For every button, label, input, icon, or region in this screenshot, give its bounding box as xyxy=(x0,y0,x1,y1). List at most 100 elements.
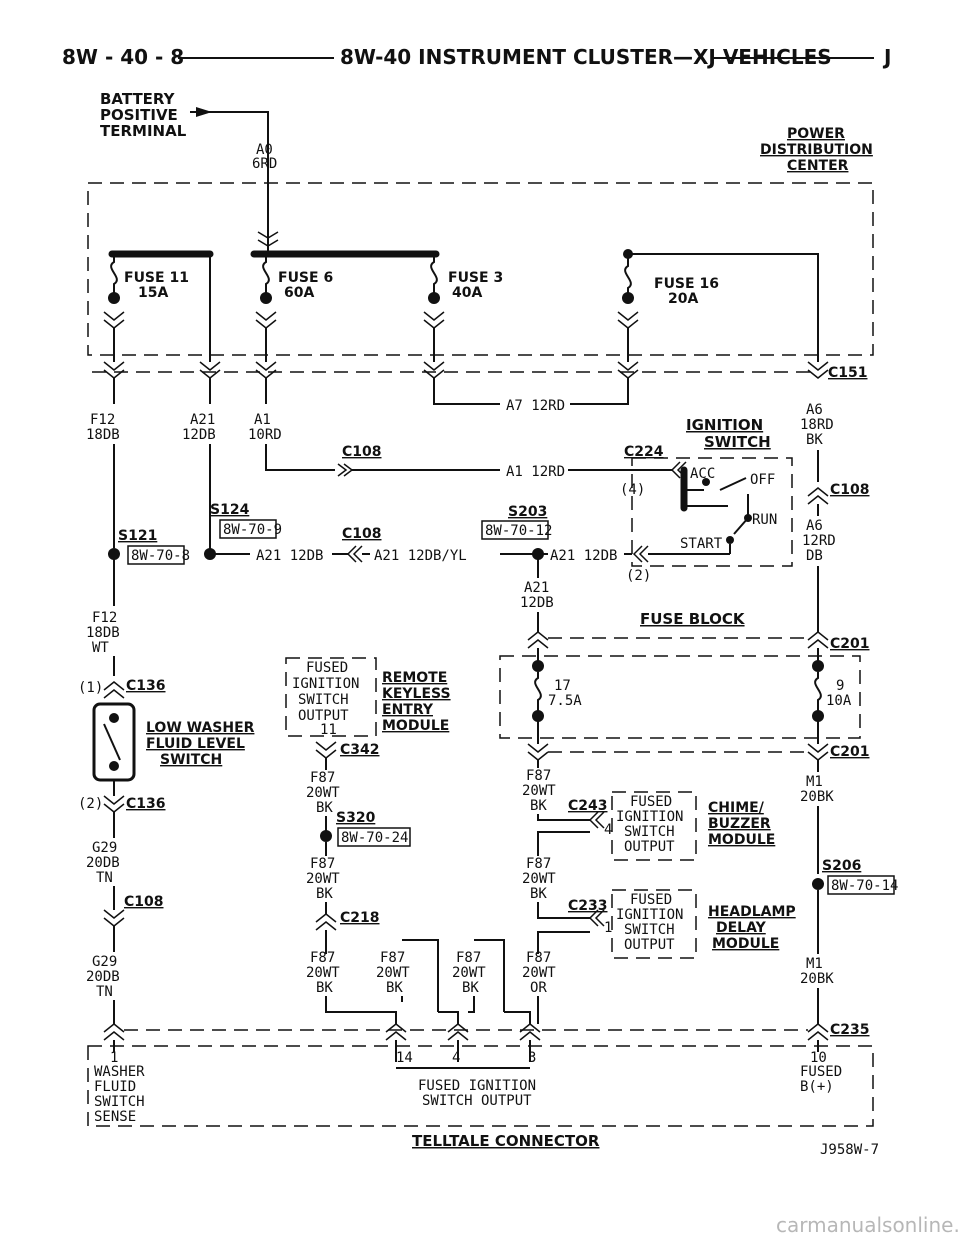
ignition-start-label: START xyxy=(680,536,723,552)
fuse-17: 17 7.5A xyxy=(532,648,582,722)
fuse-block-box xyxy=(499,655,861,739)
fuse-9: 9 10A xyxy=(812,648,852,722)
pdc-label: POWER DISTRIBUTION CENTER xyxy=(760,126,873,174)
svg-text:M1: M1 xyxy=(806,956,823,972)
svg-text:10RD: 10RD xyxy=(248,427,282,443)
c224-lower-connector-icon xyxy=(632,545,649,563)
svg-text:SWITCH: SWITCH xyxy=(298,692,349,708)
svg-text:FUSED: FUSED xyxy=(630,794,672,810)
ref-8w-70-8 xyxy=(127,545,185,565)
wire-f87-or-label: F87 20WT OR xyxy=(522,950,556,996)
watermark: carmanualsonline.info xyxy=(776,1213,960,1237)
c108-lower-connector-icon xyxy=(103,909,125,927)
ref-8w-70-9 xyxy=(219,519,277,539)
fuse-6: FUSE 6 60A xyxy=(255,254,333,329)
svg-text:LOW WASHER: LOW WASHER xyxy=(146,720,255,736)
wire-m1-s206-label: M1 20BK xyxy=(800,956,834,987)
svg-text:BK: BK xyxy=(316,980,333,996)
telltale-pin-14: 14 xyxy=(396,1050,413,1066)
svg-text:TN: TN xyxy=(96,984,113,1000)
svg-text:CENTER: CENTER xyxy=(787,158,849,174)
svg-text:18DB: 18DB xyxy=(86,427,120,443)
svg-text:SWITCH: SWITCH xyxy=(704,433,771,451)
chime-box xyxy=(611,791,697,861)
c218-connector-icon xyxy=(315,913,337,931)
headlamp-pin: 1 xyxy=(604,920,612,936)
svg-text:SWITCH: SWITCH xyxy=(160,752,222,768)
svg-text:60A: 60A xyxy=(284,285,314,301)
fuse-block-title: FUSE BLOCK xyxy=(640,610,746,628)
svg-text:12DB: 12DB xyxy=(182,427,216,443)
battery-arrow-icon xyxy=(196,107,212,117)
svg-text:F12: F12 xyxy=(90,412,115,428)
svg-text:M1: M1 xyxy=(806,774,823,790)
svg-text:BK: BK xyxy=(316,800,333,816)
wire-f87-rke-label: F87 20WT BK xyxy=(306,770,340,816)
header-suffix: J xyxy=(882,45,891,69)
s203-label: S203 xyxy=(508,504,547,520)
c342-connector-icon xyxy=(315,741,337,759)
svg-text:20WT: 20WT xyxy=(306,871,340,887)
telltale-pin-3: 3 xyxy=(528,1050,536,1066)
c235-label: C235 xyxy=(830,1022,870,1038)
svg-text:G29: G29 xyxy=(92,954,117,970)
c224-label: C224 xyxy=(624,444,664,460)
svg-text:20WT: 20WT xyxy=(306,785,340,801)
ignition-pin-4: (4) xyxy=(620,482,645,498)
svg-text:MODULE: MODULE xyxy=(712,936,779,952)
svg-text:8W-70-14: 8W-70-14 xyxy=(831,878,898,894)
svg-text:SWITCH OUTPUT: SWITCH OUTPUT xyxy=(422,1093,532,1109)
wire-a6-label: A6 18RD BK xyxy=(800,402,834,448)
svg-text:CHIME/: CHIME/ xyxy=(708,800,765,816)
svg-text:15A: 15A xyxy=(138,285,168,301)
c136-upper-connector-icon xyxy=(103,681,125,699)
c201-connector-icon xyxy=(807,631,829,649)
telltale-pin-1: 1 xyxy=(110,1050,118,1066)
headlamp-box xyxy=(611,889,697,959)
svg-text:11: 11 xyxy=(320,722,337,738)
telltale-fused-b-label: FUSED B(+) xyxy=(800,1064,842,1095)
svg-text:BATTERY: BATTERY xyxy=(100,90,176,108)
svg-text:BK: BK xyxy=(530,886,547,902)
svg-text:6RD: 6RD xyxy=(252,156,277,172)
wire-a21-down-label: A21 12DB xyxy=(520,580,554,611)
wire-a1-label: A1 10RD xyxy=(248,412,282,443)
svg-text:20WT: 20WT xyxy=(376,965,410,981)
washer-pin-1: (1) xyxy=(78,680,103,696)
svg-text:20BK: 20BK xyxy=(800,789,834,805)
washer-pin-2: (2) xyxy=(78,796,103,812)
chime-module-name: CHIME/ BUZZER MODULE xyxy=(708,800,775,848)
page-number: 8W - 40 - 8 xyxy=(62,45,184,69)
telltale-pin-4: 4 xyxy=(452,1050,460,1066)
svg-text:MODULE: MODULE xyxy=(708,832,775,848)
c108-label-right: C108 xyxy=(830,482,870,498)
svg-text:A1: A1 xyxy=(254,412,271,428)
svg-text:SWITCH: SWITCH xyxy=(624,824,675,840)
svg-text:20WT: 20WT xyxy=(522,871,556,887)
rke-box-text: FUSED IGNITION SWITCH OUTPUT 11 xyxy=(292,660,359,738)
svg-text:F87: F87 xyxy=(310,856,335,872)
rke-module-name: REMOTE KEYLESS ENTRY MODULE xyxy=(382,670,451,734)
svg-text:FUSED IGNITION: FUSED IGNITION xyxy=(418,1078,536,1094)
ignition-switch-title: IGNITION SWITCH xyxy=(686,416,771,451)
fuse-block-out-connector-icon xyxy=(527,743,549,761)
svg-text:FUSED: FUSED xyxy=(630,892,672,908)
svg-text:8W-70-12: 8W-70-12 xyxy=(485,523,552,539)
c235-connector-icons xyxy=(103,1023,829,1041)
battery-feed-wire xyxy=(190,111,269,180)
ref-8w-70-14 xyxy=(827,875,895,895)
telltale-connector-title: TELLTALE CONNECTOR xyxy=(412,1132,600,1150)
chime-box-text: FUSED IGNITION SWITCH OUTPUT xyxy=(616,794,683,855)
c108-connector-icon xyxy=(337,463,354,477)
svg-text:SWITCH: SWITCH xyxy=(624,922,675,938)
svg-text:20DB: 20DB xyxy=(86,855,120,871)
svg-text:DISTRIBUTION: DISTRIBUTION xyxy=(760,142,873,158)
svg-text:OUTPUT: OUTPUT xyxy=(298,708,349,724)
svg-text:F87: F87 xyxy=(526,950,551,966)
splice-s320 xyxy=(320,830,332,842)
svg-text:8W-70-9: 8W-70-9 xyxy=(223,522,282,538)
svg-text:FLUID: FLUID xyxy=(94,1079,136,1095)
svg-text:F87: F87 xyxy=(310,770,335,786)
wire-a21-12db-label: A21 12DB xyxy=(256,548,323,564)
svg-text:F87: F87 xyxy=(526,768,551,784)
